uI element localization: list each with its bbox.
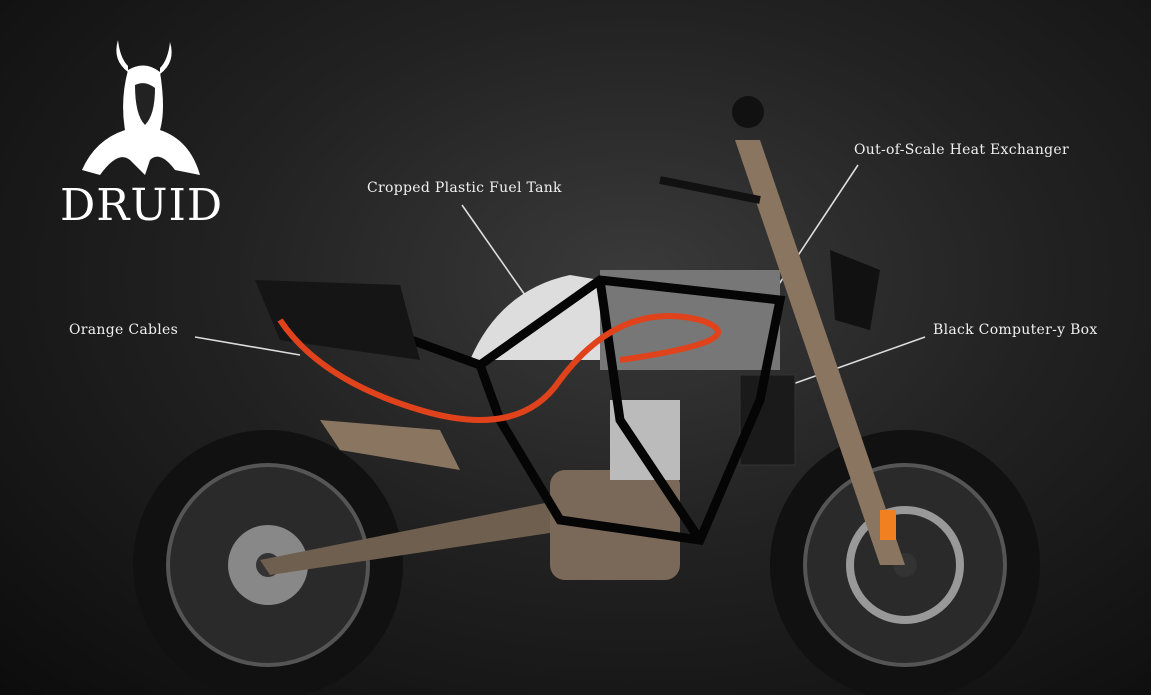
frame xyxy=(258,275,786,545)
swingarm xyxy=(260,500,570,575)
label-computer-box: Black Computer-y Box xyxy=(933,322,1098,338)
leader-orange-cables xyxy=(194,336,301,356)
exhaust xyxy=(320,420,460,470)
number-plate-bracket xyxy=(830,250,880,330)
fork-marker xyxy=(880,510,896,540)
label-orange-cables: Orange Cables xyxy=(69,322,179,338)
subframe xyxy=(255,280,420,360)
front-wheel xyxy=(770,430,1040,695)
handlebar xyxy=(659,176,761,204)
leader-fuel-tank xyxy=(461,204,533,306)
brand-logo-text: DRUID xyxy=(60,180,224,231)
orange-cables xyxy=(277,313,721,423)
leader-computer-box xyxy=(789,336,926,386)
druid-logo-figure xyxy=(82,40,200,175)
label-fuel-tank: Cropped Plastic Fuel Tank xyxy=(367,180,562,196)
label-heat-exchanger: Out-of-Scale Heat Exchanger xyxy=(854,142,1069,158)
front-fork xyxy=(735,140,905,565)
fuel-tank xyxy=(470,275,600,360)
headlight xyxy=(732,96,764,128)
